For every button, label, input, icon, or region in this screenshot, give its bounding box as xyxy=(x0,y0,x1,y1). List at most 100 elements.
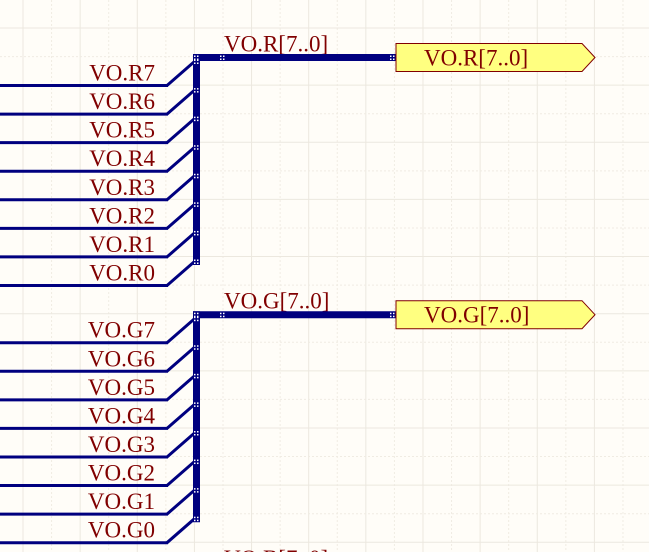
bus-entry[interactable] xyxy=(166,374,196,401)
bus-entry[interactable] xyxy=(166,260,196,287)
wire-vertex xyxy=(197,145,199,147)
wire-vertex xyxy=(197,316,199,319)
wire-vertex xyxy=(194,62,196,64)
wire-vertex xyxy=(194,319,196,322)
bus-groups: VO.R[7..0] VO.R7VO.R6VO.R5VO.R4VO.R3VO.R2… xyxy=(0,32,596,552)
net-label[interactable]: VO.R3 xyxy=(89,175,155,200)
wire-vertex xyxy=(197,402,199,404)
wire-vertex xyxy=(197,315,199,318)
wire-vertex xyxy=(194,519,196,522)
wire-vertex xyxy=(197,55,199,57)
net-label[interactable]: VO.R1 xyxy=(89,232,155,257)
wire-vertex xyxy=(197,62,199,64)
wire-vertex xyxy=(194,145,196,147)
wire-vertex xyxy=(194,148,196,150)
wire-vertex xyxy=(197,259,199,261)
net-label[interactable]: VO.R5 xyxy=(89,118,155,143)
wire-vertex xyxy=(194,459,196,462)
wire-vertex xyxy=(197,262,199,264)
bus-group: VO.B[7..0] xyxy=(224,546,328,552)
bus-entry[interactable] xyxy=(166,88,196,116)
bus-entry[interactable] xyxy=(166,431,196,459)
wire-vertex xyxy=(194,173,196,176)
net-label[interactable]: VO.R0 xyxy=(89,260,155,285)
wire-vertex xyxy=(197,58,199,60)
wire-vertex xyxy=(390,315,392,318)
net-label[interactable]: VO.G0 xyxy=(88,518,155,543)
port[interactable] xyxy=(395,300,596,330)
wire-vertex xyxy=(223,312,225,315)
wire-vertex xyxy=(194,516,196,519)
bus-entry[interactable] xyxy=(166,403,196,430)
port[interactable] xyxy=(395,43,596,72)
wire-vertex xyxy=(197,345,199,347)
port-label: VO.G[7..0] xyxy=(424,303,529,328)
net-label[interactable]: VO.R4 xyxy=(89,146,155,171)
wire-vertex xyxy=(220,312,222,315)
wire-vertex xyxy=(197,202,199,204)
wire-vertex xyxy=(197,459,199,462)
bus-entry[interactable] xyxy=(166,488,196,516)
bus-entry[interactable] xyxy=(166,346,196,373)
wire-vertex xyxy=(390,312,392,315)
wire-vertex xyxy=(223,55,225,57)
wire-vertex xyxy=(194,230,196,233)
wire-vertex xyxy=(194,202,196,204)
wire-vertex xyxy=(194,488,196,490)
wire-vertex xyxy=(194,58,196,60)
wire-vertex xyxy=(197,488,199,490)
wire-vertex xyxy=(194,405,196,407)
bus-entry[interactable] xyxy=(166,117,196,144)
net-label[interactable]: VO.R6 xyxy=(89,89,155,114)
wire-vertex xyxy=(393,58,395,60)
net-label[interactable]: VO.R2 xyxy=(89,203,155,228)
wire-vertex xyxy=(194,430,196,433)
wire-vertex xyxy=(197,348,199,350)
net-label[interactable]: VO.G1 xyxy=(88,489,155,514)
bus-net-label[interactable]: VO.B[7..0] xyxy=(224,546,328,552)
bus-net-label[interactable]: VO.G[7..0] xyxy=(224,289,329,314)
net-label[interactable]: VO.G3 xyxy=(88,432,155,457)
wire-vertex xyxy=(220,55,222,57)
wire-vertex xyxy=(194,233,196,236)
net-label[interactable]: VO.G5 xyxy=(88,375,155,400)
bus-entry[interactable] xyxy=(166,517,196,544)
net-label[interactable]: VO.G7 xyxy=(88,318,155,343)
wire-vertex xyxy=(197,119,199,122)
bus-entry[interactable] xyxy=(166,174,196,201)
net-label[interactable]: VO.R7 xyxy=(89,61,155,86)
wire-vertex xyxy=(194,316,196,319)
wire-vertex xyxy=(197,91,199,93)
wire-vertex xyxy=(194,348,196,350)
wire-vertex xyxy=(194,312,196,315)
bus-entry[interactable] xyxy=(166,60,196,87)
bus-entry[interactable] xyxy=(166,317,196,344)
wire-vertex xyxy=(197,176,199,179)
wire-vertex xyxy=(194,491,196,493)
net-label[interactable]: VO.G6 xyxy=(88,346,155,371)
bus-entry[interactable] xyxy=(166,231,196,259)
wire-vertex xyxy=(194,376,196,379)
bus-net-label[interactable]: VO.R[7..0] xyxy=(224,32,328,57)
net-label[interactable]: VO.G4 xyxy=(88,403,156,428)
wire-vertex xyxy=(197,373,199,376)
net-label[interactable]: VO.G2 xyxy=(88,461,155,486)
wire-vertex xyxy=(197,319,199,322)
wire-vertex xyxy=(194,119,196,122)
wire-vertex xyxy=(197,88,199,90)
wire-vertex xyxy=(393,55,395,57)
port-label: VO.R[7..0] xyxy=(424,46,528,71)
bus-entry[interactable] xyxy=(166,203,196,230)
bus-entry[interactable] xyxy=(166,146,196,173)
wire-vertex xyxy=(194,433,196,436)
wire-vertex xyxy=(194,262,196,264)
wire-vertex xyxy=(197,233,199,236)
wire-vertex xyxy=(197,491,199,493)
wire-vertex xyxy=(194,91,196,93)
wire-vertex xyxy=(197,433,199,436)
wire-vertex xyxy=(194,259,196,261)
wire-vertex xyxy=(194,345,196,347)
bus-entry[interactable] xyxy=(166,460,196,487)
wire-vertex xyxy=(390,58,392,60)
